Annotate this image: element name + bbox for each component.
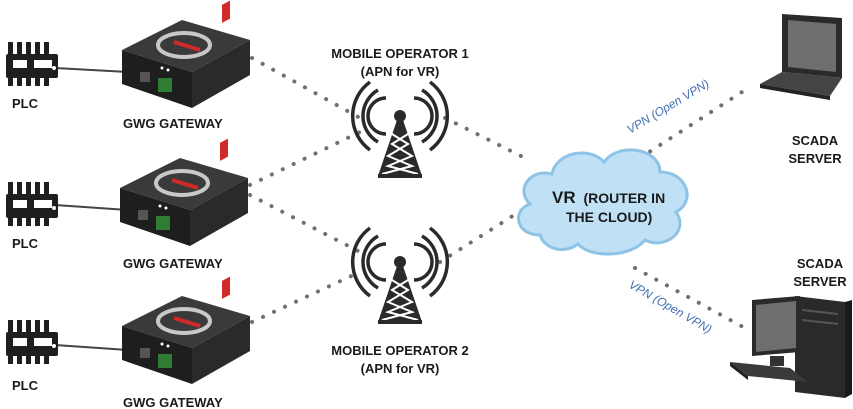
vpn-label-bottom: VPN (Open VPN) bbox=[627, 277, 715, 336]
connection-lines bbox=[248, 56, 747, 330]
plc-2-label: PLC bbox=[12, 236, 39, 251]
cloud-prefix: VR bbox=[552, 188, 576, 207]
plc-icon bbox=[6, 182, 58, 226]
plc-1: PLC bbox=[6, 42, 58, 111]
gateway-2: GWG GATEWAY bbox=[118, 136, 250, 271]
plc-1-label: PLC bbox=[12, 96, 39, 111]
plc-3: PLC bbox=[6, 320, 58, 393]
laptop-icon bbox=[760, 14, 842, 100]
gateway-icon bbox=[120, 0, 252, 111]
cloud-icon bbox=[517, 148, 689, 256]
server-1-line1: SCADA bbox=[792, 133, 839, 148]
gateway-2-label: GWG GATEWAY bbox=[123, 256, 223, 271]
operator-1-name: MOBILE OPERATOR 1 bbox=[331, 46, 468, 61]
plc-cables bbox=[54, 67, 129, 351]
gateway-3-label: GWG GATEWAY bbox=[123, 395, 223, 409]
desktop-icon bbox=[730, 296, 852, 398]
server-2-line2: SERVER bbox=[793, 274, 847, 289]
server-1-line2: SERVER bbox=[788, 151, 842, 166]
cloud-line2: THE CLOUD) bbox=[566, 209, 652, 225]
plc-icon bbox=[6, 42, 58, 86]
operator-2-name: MOBILE OPERATOR 2 bbox=[331, 343, 468, 358]
gateway-1-label: GWG GATEWAY bbox=[123, 116, 223, 131]
mobile-operator-1: MOBILE OPERATOR 1 (APN for VR) bbox=[331, 46, 469, 180]
gateway-3: GWG GATEWAY bbox=[120, 274, 252, 409]
vpn-label-top: VPN (Open VPN) bbox=[624, 76, 711, 136]
link-gw2-op1 bbox=[248, 130, 362, 187]
plc-3-label: PLC bbox=[12, 378, 39, 393]
gateway-1: GWG GATEWAY bbox=[120, 0, 252, 131]
plc-icon bbox=[6, 320, 58, 364]
operator-1-apn: (APN for VR) bbox=[361, 64, 440, 79]
scada-server-desktop: SCADA SERVER bbox=[730, 256, 852, 398]
link-gw2-op2 bbox=[248, 193, 362, 254]
operator-2-apn: (APN for VR) bbox=[361, 361, 440, 376]
link-op1-cloud bbox=[443, 116, 527, 160]
link-op2-cloud bbox=[438, 203, 532, 264]
svg-text:VR (ROUTER IN: VR (ROUTER IN bbox=[552, 188, 665, 207]
cloud-line1: (ROUTER IN bbox=[584, 190, 666, 206]
server-2-line1: SCADA bbox=[797, 256, 844, 271]
link-gw1-op1 bbox=[250, 56, 362, 120]
link-cloud-laptop bbox=[638, 88, 747, 160]
vr-cloud: VR (ROUTER IN THE CLOUD) bbox=[517, 148, 689, 256]
cell-tower-icon bbox=[350, 80, 450, 180]
gateway-icon bbox=[118, 136, 250, 248]
gateway-icon bbox=[120, 274, 252, 386]
link-gw3-op2 bbox=[250, 270, 362, 324]
plc-2: PLC bbox=[6, 182, 58, 251]
mobile-operator-2: MOBILE OPERATOR 2 (APN for VR) bbox=[331, 226, 469, 376]
scada-server-laptop: SCADA SERVER bbox=[760, 14, 842, 166]
cell-tower-icon bbox=[350, 226, 450, 326]
